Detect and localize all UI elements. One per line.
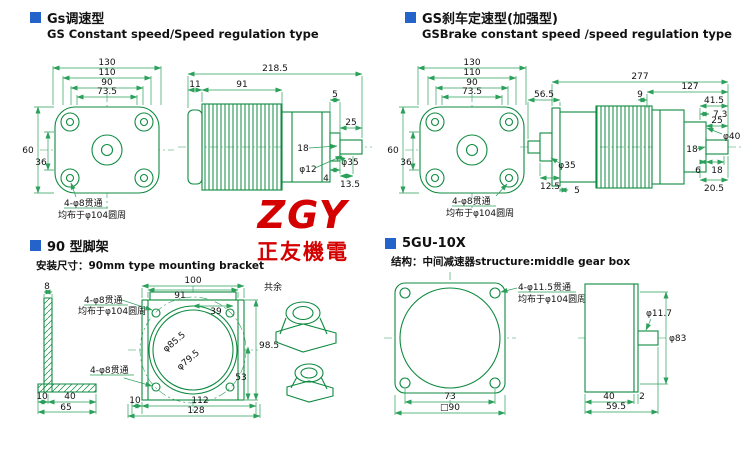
section-title-en: GSBrake constant speed /speed regulation… [422, 27, 732, 41]
dim-label: φ83 [669, 334, 686, 344]
dim-label: 10 [129, 396, 141, 406]
section-title-cn: 5GU-10X [402, 236, 466, 251]
note-label: 均布于φ104圆周 [78, 305, 146, 317]
dim-label: 110 [463, 68, 480, 78]
section-subtitle: 安装尺寸：90mm type mounting bracket [36, 260, 265, 272]
dim-label: 100 [184, 276, 201, 286]
dim-label: 25 [345, 118, 356, 128]
bracket-3d-views [275, 301, 337, 403]
blue-square-icon [30, 240, 41, 251]
dim-label: 91 [174, 291, 185, 301]
dim-label: φ35 [341, 158, 358, 168]
dim-label: 98.5 [259, 341, 279, 351]
dim-label: φ40 [723, 132, 741, 142]
dim-label: 60 [22, 146, 34, 156]
dim-label: 73.5 [97, 87, 117, 97]
dim-label: 73 [444, 392, 455, 402]
dim-label: □90 [440, 403, 460, 413]
dim-label: 2 [639, 392, 645, 402]
dim-label: 91 [236, 80, 247, 90]
dim-label: 25 [711, 116, 722, 126]
section-header-gs-brake: GS刹车定速型(加强型) GSBrake constant speed /spe… [405, 8, 732, 41]
gs-front-view: 130 110 90 73.5 60 36 4-φ8贯通 均布于φ104圆周 [22, 58, 174, 221]
dim-label: 130 [463, 58, 480, 68]
dim-label: 65 [60, 403, 71, 413]
dim-label: 127 [681, 82, 698, 92]
dim-label: 90 [466, 78, 478, 88]
dim-label: 128 [187, 406, 204, 416]
dim-label: 90 [101, 78, 113, 88]
blue-square-icon [30, 12, 41, 23]
dim-label: 40 [64, 392, 76, 402]
gu-side-view: φ11.7 φ83 40 2 59.5 [578, 283, 686, 415]
dim-label: 10 [36, 392, 48, 402]
dim-label: φ12 [299, 165, 316, 175]
dim-label: 53 [235, 373, 246, 383]
bracket-front-view: φ85.5 φ79.5 100 91 39 98.5 53 10 112 128… [78, 276, 282, 419]
dim-label: 59.5 [606, 402, 626, 412]
dim-label: 7.3 [713, 110, 727, 120]
note-label: 均布于φ104圆周 [58, 209, 126, 221]
section-title-en: GS Constant speed/Speed regulation type [47, 27, 319, 41]
section-title-cn: GS刹车定速型(加强型) [422, 12, 558, 27]
note-label: 均布于φ104圆周 [518, 293, 586, 305]
dim-label: 9 [637, 90, 643, 100]
section-header-gs: Gs调速型 GS Constant speed/Speed regulation… [30, 8, 319, 41]
gs-side-view: 218.5 11 91 5 25 18 φ35 φ12 4 13.5 [178, 64, 372, 191]
section-header-5gu: 5GU-10X 结构：中间减速器structure:middle gear bo… [385, 236, 630, 269]
dim-label: 218.5 [262, 64, 288, 74]
dim-label: 13.5 [340, 180, 360, 190]
dim-label: 130 [98, 58, 115, 68]
section-header-bracket: 90 型脚架 安装尺寸：90mm type mounting bracket [30, 236, 264, 273]
section-subtitle: 结构：中间减速器structure:middle gear box [391, 256, 631, 268]
note-label: 4-φ8贯通 [84, 295, 123, 306]
dim-label: 6 [695, 166, 701, 176]
dim-label: 18 [297, 144, 309, 154]
gu-front-view: 73 □90 4-φ11.5贯通 均布于φ104圆周 [384, 272, 586, 416]
logo-text: ZGY [257, 193, 349, 237]
dim-label: φ35 [558, 161, 575, 171]
note-label: 共余 [264, 281, 282, 293]
logo: ZGY 正友機電 [238, 196, 368, 266]
dim-label: 4 [323, 174, 329, 184]
dim-label: 5 [574, 186, 580, 196]
dim-label: 41.5 [704, 96, 724, 106]
dim-label: 56.5 [534, 90, 554, 100]
dim-label: 277 [631, 72, 648, 82]
dim-label: 110 [98, 68, 115, 78]
dim-label: 12.5 [540, 182, 560, 192]
dim-label: φ11.7 [646, 309, 672, 319]
note-label: 4-φ11.5贯通 [518, 282, 571, 293]
dim-label: 18 [711, 166, 723, 176]
gsb-front-view: 130 110 90 73.5 60 36 4-φ8贯通 均布于φ104圆周 [387, 58, 539, 219]
dim-label: 39 [210, 307, 222, 317]
dim-label: 18 [686, 145, 698, 155]
dim-label: 112 [191, 396, 208, 406]
blue-square-icon [385, 238, 396, 249]
dim-label: 11 [189, 80, 200, 90]
dim-label: 73.5 [462, 87, 482, 97]
dim-label: 60 [387, 146, 399, 156]
dim-label: 8 [44, 282, 50, 292]
dim-label: 20.5 [704, 184, 724, 194]
blue-square-icon [405, 12, 416, 23]
note-label: 4-φ8贯通 [90, 365, 129, 376]
section-title-cn: Gs调速型 [47, 12, 105, 27]
logo-chinese-text: 正友機電 [257, 240, 349, 264]
bracket-side-view: 8 10 40 65 [36, 282, 97, 415]
gsb-side-view: 56.5 277 127 9 41.5 7.3 25 18 φ40 6 18 2… [520, 72, 742, 196]
dim-label: 36 [400, 158, 412, 168]
note-label: 4-φ8贯通 [64, 198, 103, 209]
dim-label: 5 [332, 90, 338, 100]
note-label: 均布于φ104圆周 [446, 207, 514, 219]
dim-label: 36 [35, 158, 47, 168]
section-title-cn: 90 型脚架 [47, 240, 109, 255]
dim-label: 40 [603, 392, 615, 402]
note-label: 4-φ8贯通 [452, 196, 491, 207]
